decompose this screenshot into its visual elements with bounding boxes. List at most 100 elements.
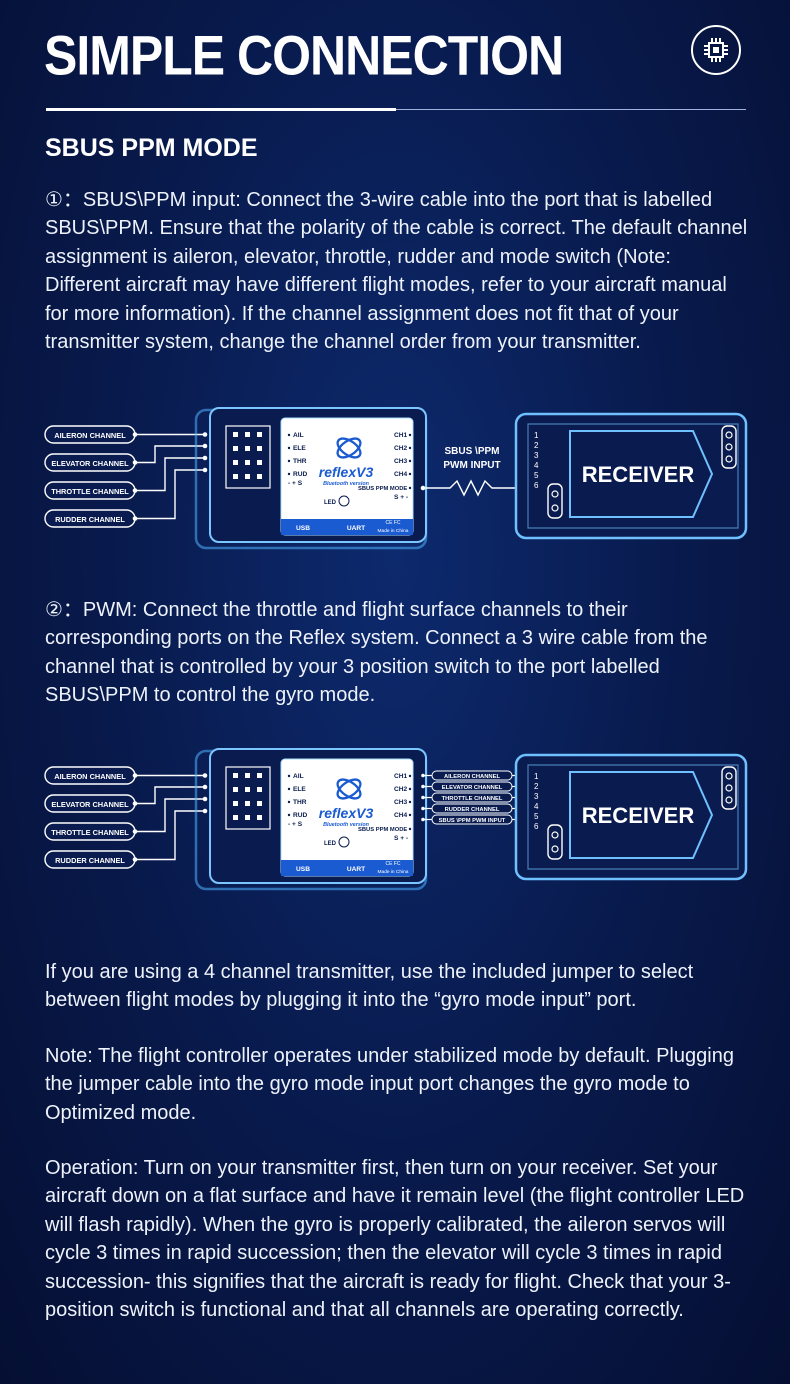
flight-controller: AIL ELE THR RUD - + S CH1 CH2 CH3 CH4 SB… [194, 748, 428, 891]
cable-label-sbus: SBUS \PPM [444, 446, 499, 457]
led-label: LED [324, 841, 337, 847]
chip-badge [691, 25, 741, 75]
tx-channel-label: ELEVATOR CHANNEL [51, 800, 129, 809]
receiver-channel-number: 2 [534, 782, 539, 791]
receiver-channel-number: 6 [534, 822, 539, 831]
receiver-channel-number: 6 [534, 481, 539, 490]
tx-channel-rudder: RUDDER CHANNEL [44, 850, 136, 869]
port-label-ch4: CH4 [394, 471, 408, 478]
port-label-ch4: CH4 [394, 812, 408, 819]
port-mode-polarity: S + - [394, 494, 408, 501]
tx-wires [135, 433, 205, 520]
flight-controller: AIL ELE THR RUD - + S CH1 CH2 CH3 CH4 SB… [194, 407, 428, 550]
receiver: RECEIVER 1 2 3 4 5 6 [514, 412, 748, 540]
port-label-ail: AIL [293, 773, 304, 780]
receiver-channel-number: 4 [534, 802, 539, 811]
device-brand: reflexV3 [319, 464, 374, 480]
diagram-pwm: AILERON CHANNEL ELEVATOR CHANNEL THROTTL… [44, 748, 748, 891]
tx-channel-aileron: AILERON CHANNEL [44, 425, 136, 444]
made-label: Made in China [378, 869, 409, 875]
port-label-ch1: CH1 [394, 773, 408, 780]
tx-wires [135, 774, 205, 861]
tx-channel-throttle: THROTTLE CHANNEL [44, 822, 136, 841]
output-label: ELEVATOR CHANNEL [442, 785, 503, 791]
port-label-ch3: CH3 [394, 458, 408, 465]
port-polarity: - + S [288, 480, 303, 487]
section-title: SBUS PPM MODE [45, 134, 258, 162]
tx-channel-label: RUDDER CHANNEL [55, 856, 125, 865]
paragraph-operation: Operation: Turn on your transmitter firs… [45, 1157, 745, 1322]
device-subtitle: Bluetooth version [323, 822, 370, 828]
port-label-ail: AIL [293, 432, 304, 439]
receiver-label: RECEIVER [582, 803, 695, 828]
port-label-ele: ELE [293, 445, 306, 452]
receiver: RECEIVER 1 2 3 4 5 6 [514, 753, 748, 881]
tx-channel-label: THROTTLE CHANNEL [51, 487, 129, 496]
output-label: AILERON CHANNEL [444, 774, 500, 780]
led-indicator [338, 836, 350, 848]
header-divider [46, 109, 746, 110]
device-brand: reflexV3 [319, 805, 374, 821]
receiver-channel-number: 3 [534, 792, 539, 801]
paragraph-pwm: ②：PWM: Connect the throttle and flight s… [45, 599, 708, 707]
transmitter-channels: AILERON CHANNEL ELEVATOR CHANNEL THROTTL… [44, 766, 136, 869]
transmitter-channels: AILERON CHANNEL ELEVATOR CHANNEL THROTTL… [44, 425, 136, 528]
reflex-logo-icon [336, 778, 362, 800]
port-label-ch3: CH3 [394, 799, 408, 806]
port-label-thr: THR [293, 458, 307, 465]
cert-label: CE FC [386, 861, 401, 867]
port-label-ele: ELE [293, 786, 306, 793]
paragraph-4ch-jumper: If you are using a 4 channel transmitter… [45, 961, 694, 1012]
output-label: RUDDER CHANNEL [445, 807, 500, 813]
cert-label: CE FC [386, 520, 401, 526]
cable-label-pwm: PWM INPUT [443, 460, 500, 471]
receiver-channel-number: 5 [534, 812, 539, 821]
tx-channel-label: AILERON CHANNEL [54, 772, 126, 781]
led-indicator [338, 495, 350, 507]
tx-channel-label: AILERON CHANNEL [54, 431, 126, 440]
receiver-channel-number: 1 [534, 772, 539, 781]
tx-channel-aileron: AILERON CHANNEL [44, 766, 136, 785]
port-mode-polarity: S + - [394, 835, 408, 842]
port-label-rud: RUD [293, 471, 308, 478]
port-label-mode: SBUS PPM MODE [358, 486, 407, 492]
output-label: THROTTLE CHANNEL [442, 796, 503, 802]
reflex-logo-icon [336, 437, 362, 459]
tx-channel-elevator: ELEVATOR CHANNEL [44, 794, 136, 813]
led-label: LED [324, 500, 337, 506]
usb-label: USB [296, 866, 310, 873]
device-subtitle: Bluetooth version [323, 481, 370, 487]
tx-channel-throttle: THROTTLE CHANNEL [44, 481, 136, 500]
tx-channel-elevator: ELEVATOR CHANNEL [44, 453, 136, 472]
pwm-output-labels: AILERON CHANNEL ELEVATOR CHANNEL THROTTL… [421, 770, 522, 825]
port-label-ch1: CH1 [394, 432, 408, 439]
tx-channel-rudder: RUDDER CHANNEL [44, 509, 136, 528]
usb-label: USB [296, 525, 310, 532]
made-label: Made in China [378, 528, 409, 534]
paragraph-sbus-ppm: ①：SBUS\PPM input: Connect the 3-wire cab… [45, 189, 748, 354]
receiver-channel-number: 3 [534, 451, 539, 460]
receiver-channel-number: 2 [534, 441, 539, 450]
receiver-channel-number: 1 [534, 431, 539, 440]
tx-channel-label: RUDDER CHANNEL [55, 515, 125, 524]
port-label-ch2: CH2 [394, 786, 408, 793]
port-label-thr: THR [293, 799, 307, 806]
receiver-channel-number: 4 [534, 461, 539, 470]
header-divider-accent [46, 108, 396, 111]
uart-label: UART [347, 866, 365, 873]
paragraph-note: Note: The flight controller operates und… [45, 1045, 734, 1124]
receiver-channel-number: 5 [534, 471, 539, 480]
output-label: SBUS \PPM PWM INPUT [439, 818, 506, 824]
port-label-rud: RUD [293, 812, 308, 819]
tx-channel-label: THROTTLE CHANNEL [51, 828, 129, 837]
uart-label: UART [347, 525, 365, 532]
receiver-label: RECEIVER [582, 462, 695, 487]
page-title: SIMPLE CONNECTION [44, 24, 564, 87]
port-polarity: - + S [288, 821, 303, 828]
tx-channel-label: ELEVATOR CHANNEL [51, 459, 129, 468]
port-label-mode: SBUS PPM MODE [358, 827, 407, 833]
chip-icon [704, 38, 728, 62]
sbus-cable [423, 479, 518, 497]
diagram-sbus-ppm: AILERON CHANNEL ELEVATOR CHANNEL THROTTL… [44, 407, 748, 550]
port-label-ch2: CH2 [394, 445, 408, 452]
